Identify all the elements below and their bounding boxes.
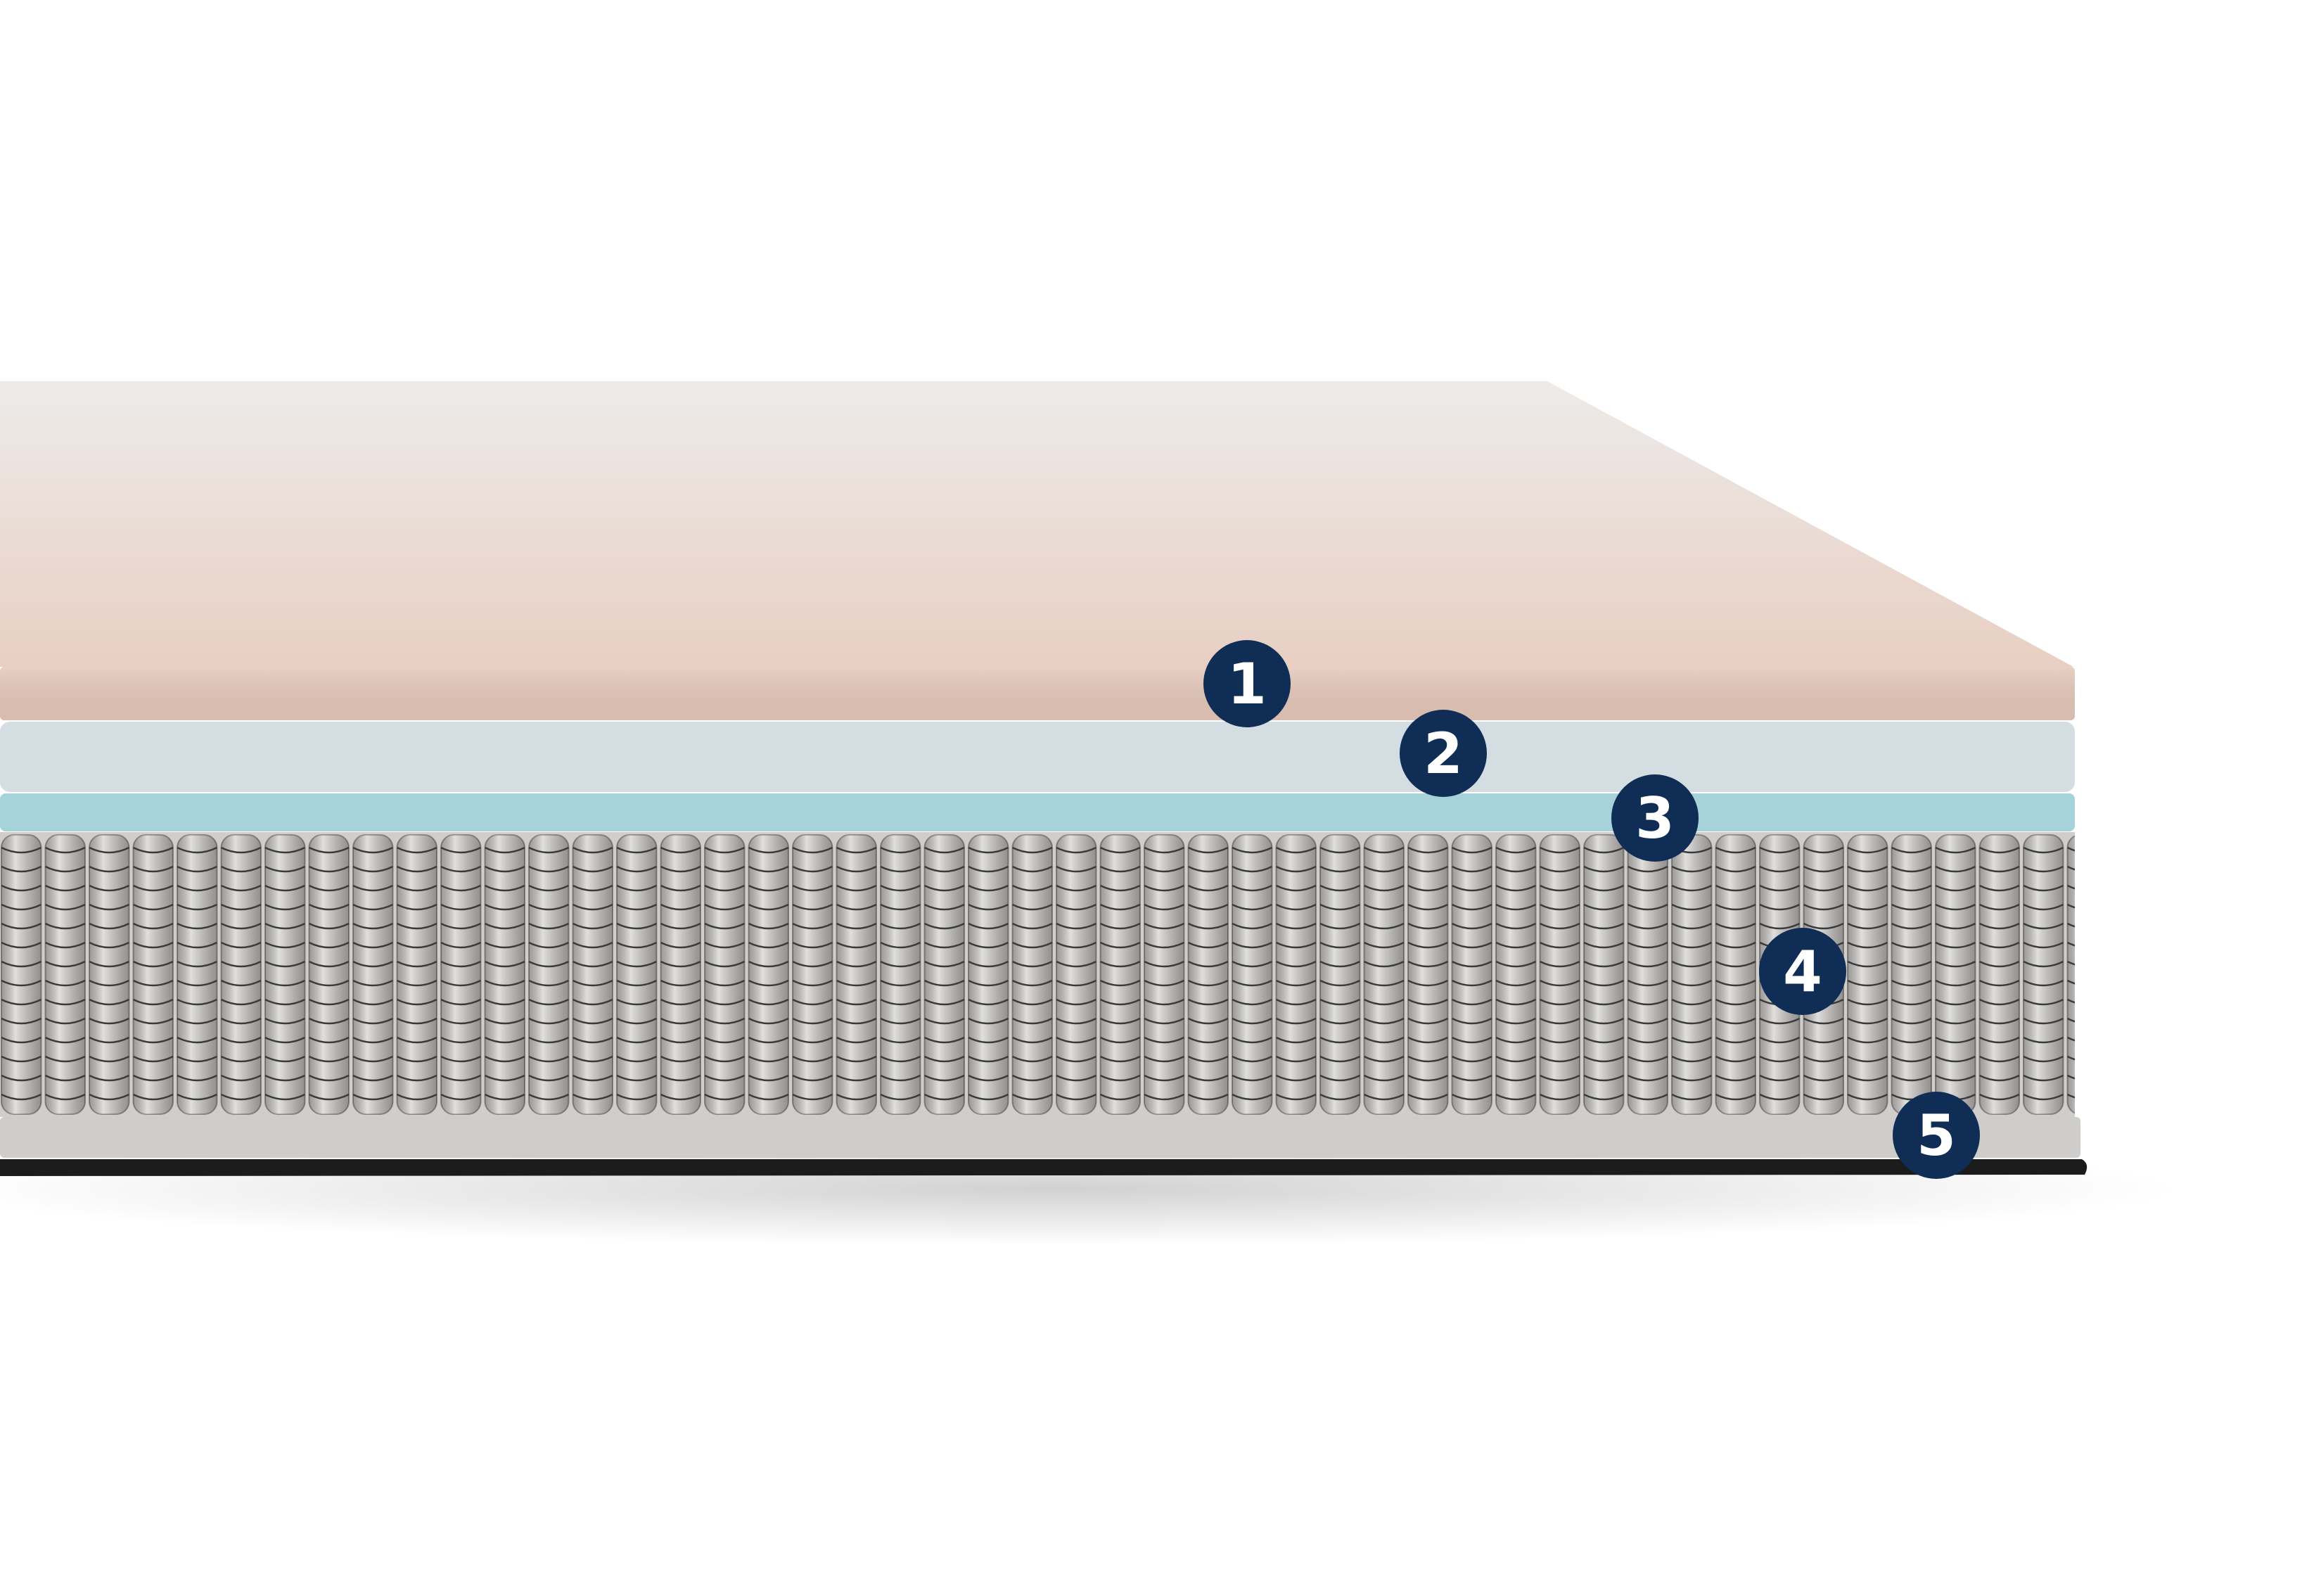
coil-column-shading — [1320, 835, 1360, 1114]
coil-column-shading — [1232, 835, 1272, 1114]
coil-column-shading — [89, 835, 129, 1114]
coil-column-shading — [134, 835, 174, 1114]
layer-marker-1: 1 — [1203, 640, 1291, 727]
layer-marker-3: 3 — [1611, 774, 1699, 862]
coil-column-shading — [705, 835, 745, 1114]
layer-marker-3-number: 3 — [1635, 786, 1675, 851]
coil-column-shading — [397, 835, 437, 1114]
coil-column-shading — [837, 835, 877, 1114]
coil-column-shading — [749, 835, 789, 1114]
coil-column-shading — [222, 835, 262, 1114]
layer-marker-4-number: 4 — [1783, 939, 1822, 1004]
coil-column-shading — [573, 835, 613, 1114]
coil-column-shading — [1980, 835, 2020, 1114]
layer-marker-2-number: 2 — [1424, 721, 1463, 786]
coil-column-shading — [1716, 835, 1756, 1114]
coil-column-shading — [1144, 835, 1184, 1114]
coil-column-shading — [1408, 835, 1448, 1114]
coil-column-shading — [793, 835, 833, 1114]
layer-marker-4: 4 — [1759, 928, 1846, 1015]
top-comfort-layer-shading — [0, 667, 2075, 720]
coil-column-shading — [1277, 835, 1317, 1114]
layer-marker-5-number: 5 — [1917, 1103, 1956, 1168]
coil-column-shading — [1, 835, 41, 1114]
layer-marker-2: 2 — [1400, 710, 1487, 797]
coil-column-shading — [925, 835, 965, 1114]
layer-marker-5: 5 — [1893, 1092, 1980, 1179]
coil-column-shading — [177, 835, 217, 1114]
coil-column-shading — [353, 835, 393, 1114]
coil-column-shading — [1892, 835, 1932, 1114]
coil-column-shading — [1189, 835, 1229, 1114]
coil-column-shading — [2023, 835, 2064, 1114]
base-edge — [0, 1159, 2087, 1176]
base-layer — [0, 1117, 2080, 1158]
coil-column-shading — [881, 835, 921, 1114]
coil-column-shading — [309, 835, 350, 1114]
support-foam-layer — [0, 722, 2075, 792]
coil-column-shading — [661, 835, 701, 1114]
coil-column-shading — [1013, 835, 1053, 1114]
coil-column-shading — [485, 835, 525, 1114]
coil-column-shading — [1364, 835, 1405, 1114]
coil-column-shading — [1101, 835, 1141, 1114]
mattress-top-surface — [0, 381, 2073, 667]
coil-column-shading — [1628, 835, 1668, 1114]
coil-column-shading — [1848, 835, 1888, 1114]
coil-column-shading — [1056, 835, 1096, 1114]
coil-column-shading — [1540, 835, 1580, 1114]
coil-column-shading — [968, 835, 1009, 1114]
coil-column-shading — [2068, 835, 2108, 1114]
cooling-gel-layer — [0, 793, 2075, 831]
coil-column-shading — [1452, 835, 1492, 1114]
coil-column-shading — [265, 835, 305, 1114]
layer-marker-1-number: 1 — [1227, 651, 1267, 717]
coil-column-shading — [529, 835, 569, 1114]
coil-column-shading — [46, 835, 86, 1114]
coil-column-shading — [1584, 835, 1624, 1114]
coil-column-shading — [1936, 835, 1976, 1114]
coil-column-shading — [1496, 835, 1536, 1114]
coil-column-shading — [441, 835, 481, 1114]
coil-column-shading — [1672, 835, 1712, 1114]
coil-column-shading — [617, 835, 657, 1114]
